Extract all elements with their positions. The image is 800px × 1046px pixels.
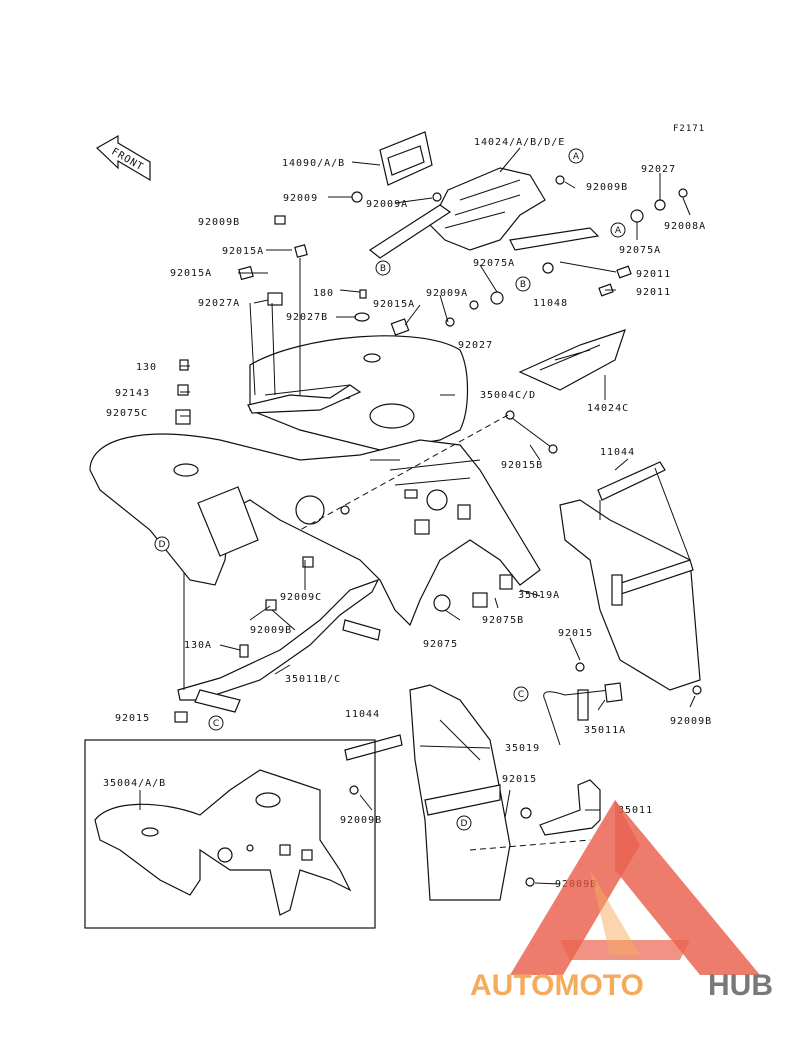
label-35004cd: 35004C/D xyxy=(480,390,536,401)
label-14024c: 14024C xyxy=(587,403,629,414)
label-92015a-b: 92015A xyxy=(170,268,212,279)
label-92009a-m: 92009A xyxy=(426,288,468,299)
label-92075c: 92075C xyxy=(106,408,148,419)
label-92009b-r: 92009B xyxy=(670,716,712,727)
label-35004ab: 35004/A/B xyxy=(103,778,166,789)
front-arrow-icon: FRONT xyxy=(96,134,151,182)
label-180: 180 xyxy=(313,288,334,299)
label-130: 130 xyxy=(136,362,157,373)
label-92027a: 92027A xyxy=(198,298,240,309)
label-92015b: 92015B xyxy=(501,460,543,471)
label-92027-m: 92027 xyxy=(458,340,493,351)
watermark-logo: AUTOMOTO HUB xyxy=(470,800,773,1002)
label-92143: 92143 xyxy=(115,388,150,399)
label-92009c: 92009C xyxy=(280,592,322,603)
ref-circle-a2: A xyxy=(610,222,626,238)
ref-circle-d2: D xyxy=(456,815,472,831)
figure-code: F2171 xyxy=(673,124,705,134)
rear-fender-main xyxy=(89,433,541,627)
svg-text:D: D xyxy=(461,819,468,829)
label-35011bc: 35011B/C xyxy=(285,674,341,685)
label-92009b-b: 92009B xyxy=(340,815,382,826)
svg-text:B: B xyxy=(520,280,526,290)
svg-text:C: C xyxy=(518,690,524,700)
svg-text:B: B xyxy=(380,264,386,274)
label-11044-r: 11044 xyxy=(600,447,635,458)
label-92008a: 92008A xyxy=(664,221,706,232)
label-92011-a: 92011 xyxy=(636,269,671,280)
label-92015a-m: 92015A xyxy=(373,299,415,310)
ref-circle-c1: C xyxy=(208,715,224,731)
label-35019a: 35019A xyxy=(518,590,560,601)
label-92009-top: 92009 xyxy=(283,193,318,204)
label-35011a: 35011A xyxy=(584,725,626,736)
svg-text:C: C xyxy=(213,719,219,729)
ref-circle-c2: C xyxy=(513,686,529,702)
label-35011: 35011 xyxy=(618,805,653,816)
ref-circle-a1: A xyxy=(568,148,584,164)
label-92075b: 92075B xyxy=(482,615,524,626)
reference-markers: A A B B C C D D xyxy=(154,148,626,831)
label-130a: 130A xyxy=(184,640,212,651)
svg-text:A: A xyxy=(615,226,622,236)
label-92011-b: 92011 xyxy=(636,287,671,298)
leader-lines xyxy=(219,249,696,885)
label-92075: 92075 xyxy=(423,639,458,650)
label-92075a-r: 92075A xyxy=(619,245,661,256)
inset-box xyxy=(84,739,376,929)
label-14090: 14090/A/B xyxy=(282,158,345,169)
label-92027b: 92027B xyxy=(286,312,328,323)
watermark-text-2: HUB xyxy=(708,969,773,1002)
label-92015-r: 92015 xyxy=(558,628,593,639)
label-11044-l: 11044 xyxy=(345,709,380,720)
ref-circle-b2: B xyxy=(515,276,531,292)
label-35019: 35019 xyxy=(505,743,540,754)
label-92015-l: 92015 xyxy=(115,713,150,724)
tube-35011a xyxy=(543,662,702,746)
mud-flap-lower xyxy=(344,684,589,901)
label-92015-b: 92015 xyxy=(502,774,537,785)
label-92075a-m: 92075A xyxy=(473,258,515,269)
svg-text:D: D xyxy=(159,540,166,550)
label-92009a-top: 92009A xyxy=(366,199,408,210)
left-hardware xyxy=(175,215,410,425)
label-92027-top: 92027 xyxy=(641,164,676,175)
svg-text:A: A xyxy=(573,152,580,162)
watermark-text-1: AUTOMOTO xyxy=(470,969,644,1002)
bracket-14024c xyxy=(518,329,626,400)
label-92015a-a: 92015A xyxy=(222,246,264,257)
tool-box-assembly xyxy=(328,131,691,327)
ref-circle-b1: B xyxy=(375,260,391,276)
label-92009b-left: 92009B xyxy=(198,217,240,228)
rear-fender-upper xyxy=(247,335,469,451)
bracket-35011bc xyxy=(174,556,513,723)
ref-circle-d1: D xyxy=(154,536,170,552)
bracket-35011 xyxy=(349,779,601,887)
label-92009b-mid: 92009B xyxy=(250,625,292,636)
mud-flap-right xyxy=(559,461,701,691)
label-14024: 14024/A/B/D/E xyxy=(474,137,565,148)
rod-92015b xyxy=(299,410,558,531)
label-92009b-top: 92009B xyxy=(586,182,628,193)
label-11048: 11048 xyxy=(533,298,568,309)
